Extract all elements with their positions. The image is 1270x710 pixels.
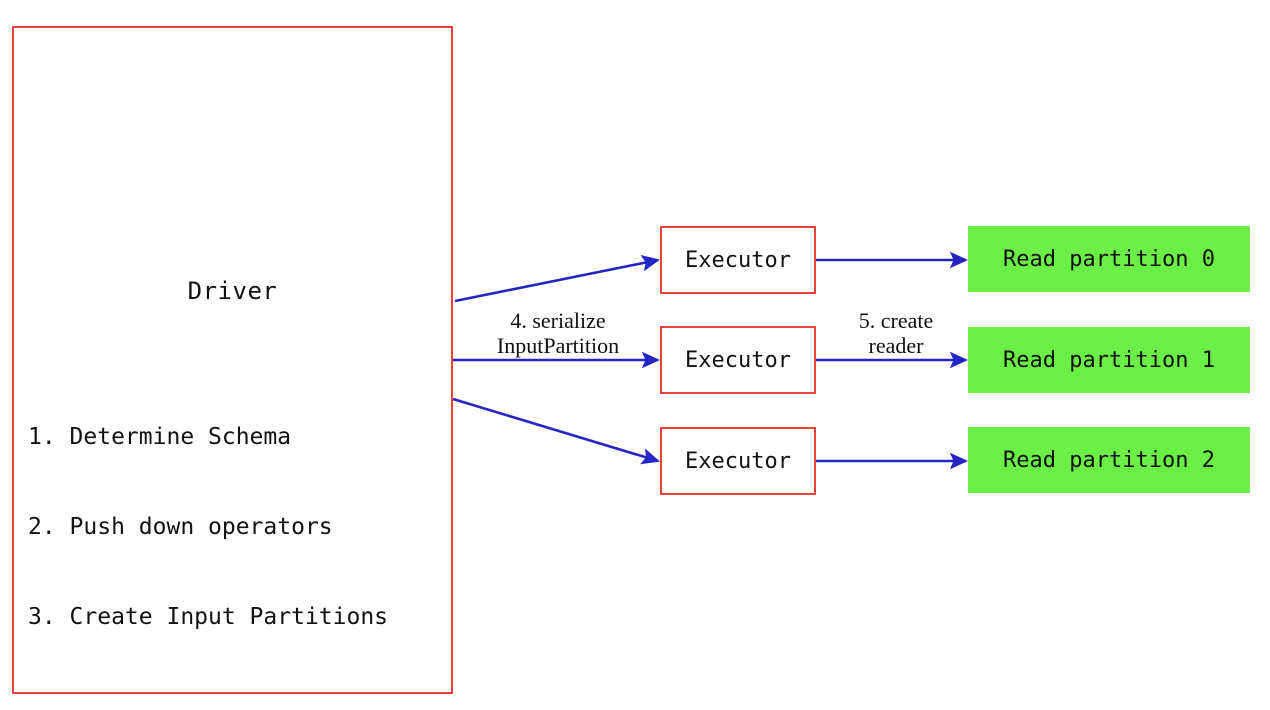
read-partition-label-1: Read partition 1	[1003, 347, 1215, 373]
executor-box-0: Executor	[660, 226, 816, 294]
executor-label-1: Executor	[685, 347, 791, 373]
executor-box-2: Executor	[660, 427, 816, 495]
read-partition-box-1: Read partition 1	[968, 327, 1250, 393]
read-partition-label-0: Read partition 0	[1003, 246, 1215, 272]
arrows-executor-to-partition	[816, 251, 969, 470]
driver-title: Driver	[187, 277, 278, 305]
driver-step-1: 1. Determine Schema	[28, 424, 292, 450]
arrow-driver-to-executor-0	[454, 255, 661, 303]
driver-step-3: 3. Create Input Partitions	[28, 604, 389, 630]
executor-label-2: Executor	[685, 448, 791, 474]
read-partition-box-0: Read partition 0	[968, 226, 1250, 292]
driver-steps-list: 1. Determine Schema 2. Push down operato…	[28, 362, 388, 692]
read-partition-box-2: Read partition 2	[968, 427, 1250, 493]
driver-box: Driver 1. Determine Schema 2. Push down …	[12, 26, 453, 694]
executor-label-0: Executor	[685, 247, 791, 273]
driver-step-2: 2. Push down operators	[28, 514, 333, 540]
annotation-create-reader: 5. create reader	[858, 308, 934, 358]
arrows-driver-to-executor	[452, 255, 661, 465]
annotation-serialize-inputpartition: 4. serialize InputPartition	[496, 308, 620, 358]
read-partition-label-2: Read partition 2	[1003, 447, 1215, 473]
arrow-driver-to-executor-2	[452, 397, 660, 465]
executor-box-1: Executor	[660, 326, 816, 394]
